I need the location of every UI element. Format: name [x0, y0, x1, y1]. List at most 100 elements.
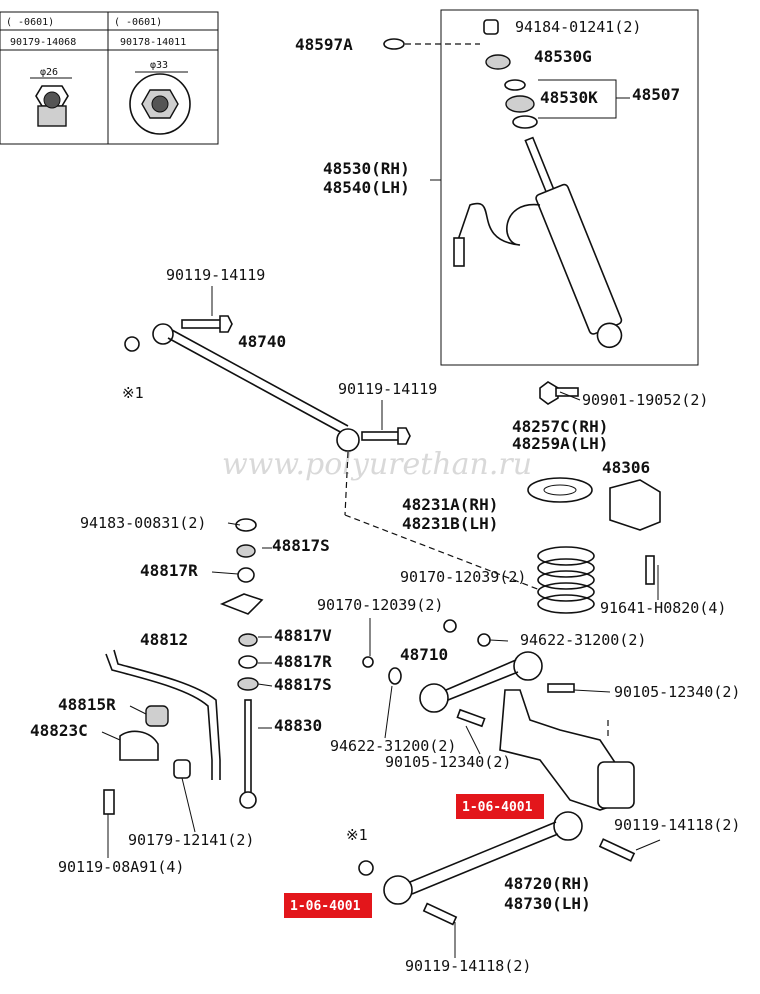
bolt-90105-b-icon [456, 708, 486, 728]
lower-arm-bushing-front [383, 875, 413, 905]
lower-arm-bushing-rear [553, 811, 583, 841]
label-48720: 48720(RH) [504, 874, 591, 893]
label-48830: 48830 [274, 716, 322, 735]
leader-lines [101, 286, 661, 958]
label-48259A: 48259A(LH) [512, 434, 608, 453]
label-note1-bottom: ※1 [346, 826, 368, 844]
spring-group [527, 477, 661, 614]
badge-lower-arm-link[interactable]: 1-06-4001 [284, 893, 372, 918]
label-94183: 94183-00831(2) [80, 514, 206, 532]
label-90901: 90901-19052(2) [582, 391, 708, 409]
label-48540: 48540(LH) [323, 178, 410, 197]
label-90170-b: 90170-12039(2) [317, 596, 443, 614]
leader-lateral [344, 451, 349, 516]
bushing-48815R-icon [145, 705, 169, 727]
label-48231A: 48231A(RH) [402, 495, 498, 514]
bolt-90119-top-icon [181, 319, 223, 329]
stabilizer-link-48830 [244, 699, 252, 797]
stabilizer-bar-group [103, 649, 221, 815]
bolt-90119-14118-a-icon [598, 838, 636, 862]
label-90119-14118-b: 90119-14118(2) [405, 957, 531, 975]
label-48710: 48710 [400, 645, 448, 664]
label-90105-a: 90105-12340(2) [614, 683, 740, 701]
badge-lower-text: 1-06-4001 [290, 899, 361, 914]
bolt-90901-icon [539, 381, 579, 405]
stabilizer-bushing-stack [219, 518, 264, 809]
badge-lower-bg [284, 893, 372, 918]
nut-small-icon [30, 77, 72, 127]
label-90119-14119-mid: 90119-14119 [338, 380, 437, 398]
lateral-rod-group [124, 315, 411, 452]
spring-seat-icon [527, 477, 593, 503]
rod-eye-right [336, 428, 360, 452]
label-48257C: 48257C(RH) [512, 417, 608, 436]
label-48817R-a: 48817R [140, 561, 198, 580]
label-48817S-b: 48817S [274, 675, 332, 694]
shock-body [535, 183, 623, 335]
inset-table: ( -0601) ( -0601) 90179-14068 90178-1401… [0, 11, 219, 145]
hose-fitting [453, 237, 465, 267]
cushion-icon [505, 95, 535, 113]
label-note1-top: ※1 [122, 384, 144, 402]
label-48231B: 48231B(LH) [402, 514, 498, 533]
label-48815R: 48815R [58, 695, 116, 714]
brake-hose [457, 202, 541, 246]
rod-eye-left [152, 323, 174, 345]
label-48306: 48306 [602, 458, 650, 477]
label-48812: 48812 [140, 630, 188, 649]
shock-eye [596, 322, 623, 349]
label-90105-b: 90105-12340(2) [385, 753, 511, 771]
badge-upper-arm-link[interactable]: 1-06-4001 [456, 794, 544, 819]
nut-icon [483, 19, 499, 35]
label-90170-a: 90170-12039(2) [400, 568, 526, 586]
upper-arm-bushing-front [419, 683, 449, 713]
nut-90179-icon [173, 759, 191, 779]
nut-note1-icon [124, 336, 140, 352]
inset-diameter-2: φ33 [150, 60, 168, 71]
bolt-90119-08A91-icon [103, 789, 115, 815]
retainer-icon [512, 115, 538, 129]
inset-border [0, 11, 219, 145]
inset-header-1: ( -0601) [6, 17, 54, 28]
label-90119-14118-a: 90119-14118(2) [614, 816, 740, 834]
shock-box [440, 9, 699, 366]
washer-48597A-icon [383, 38, 405, 50]
inset-diameter-1: φ26 [40, 67, 58, 78]
nut-large-icon [129, 71, 191, 135]
label-48817S-a: 48817S [272, 536, 330, 555]
inset-part-1: 90179-14068 [10, 37, 76, 48]
bolt-90119-mid-icon [361, 431, 401, 441]
axle-bracket [499, 689, 635, 811]
washer-94622-b-icon [388, 667, 402, 685]
label-90119-14119-top: 90119-14119 [166, 266, 265, 284]
label-91641: 91641-H0820(4) [600, 599, 726, 617]
washer-94622-a-icon [477, 633, 491, 647]
label-94622-a: 94622-31200(2) [520, 631, 646, 649]
label-90179-12141: 90179-12141(2) [128, 831, 254, 849]
shock-absorber-group [383, 9, 699, 366]
nut-90170-b-icon [362, 656, 374, 668]
badge-upper-text: 1-06-4001 [462, 800, 533, 815]
label-48823C: 48823C [30, 721, 88, 740]
stabilizer-bar [105, 653, 213, 780]
lower-arm-group [358, 811, 636, 926]
bolt-90105-a-icon [547, 683, 575, 693]
label-48507: 48507 [632, 85, 680, 104]
label-48530K: 48530K [540, 88, 598, 107]
label-94622-b: 94622-31200(2) [330, 737, 456, 755]
shock-rod [524, 136, 557, 198]
upper-arm-bushing-rear [513, 651, 543, 681]
bolt-90119-14118-b-icon [422, 902, 458, 926]
bracket-48507 [538, 79, 617, 119]
bushing-icon [504, 79, 526, 91]
watermark-text: www.polyurethan.ru [222, 447, 532, 482]
bracket-48823C-icon [119, 730, 159, 761]
upper-arm-group [362, 619, 575, 728]
label-48530: 48530(RH) [323, 159, 410, 178]
inset-part-2: 90178-14011 [120, 37, 186, 48]
bump-stopper-icon [609, 479, 661, 531]
nut-note1-bottom-icon [358, 860, 374, 876]
coil-spring-icon [537, 546, 595, 614]
label-90119-08A91: 90119-08A91(4) [58, 858, 184, 876]
label-48530G: 48530G [534, 47, 592, 66]
